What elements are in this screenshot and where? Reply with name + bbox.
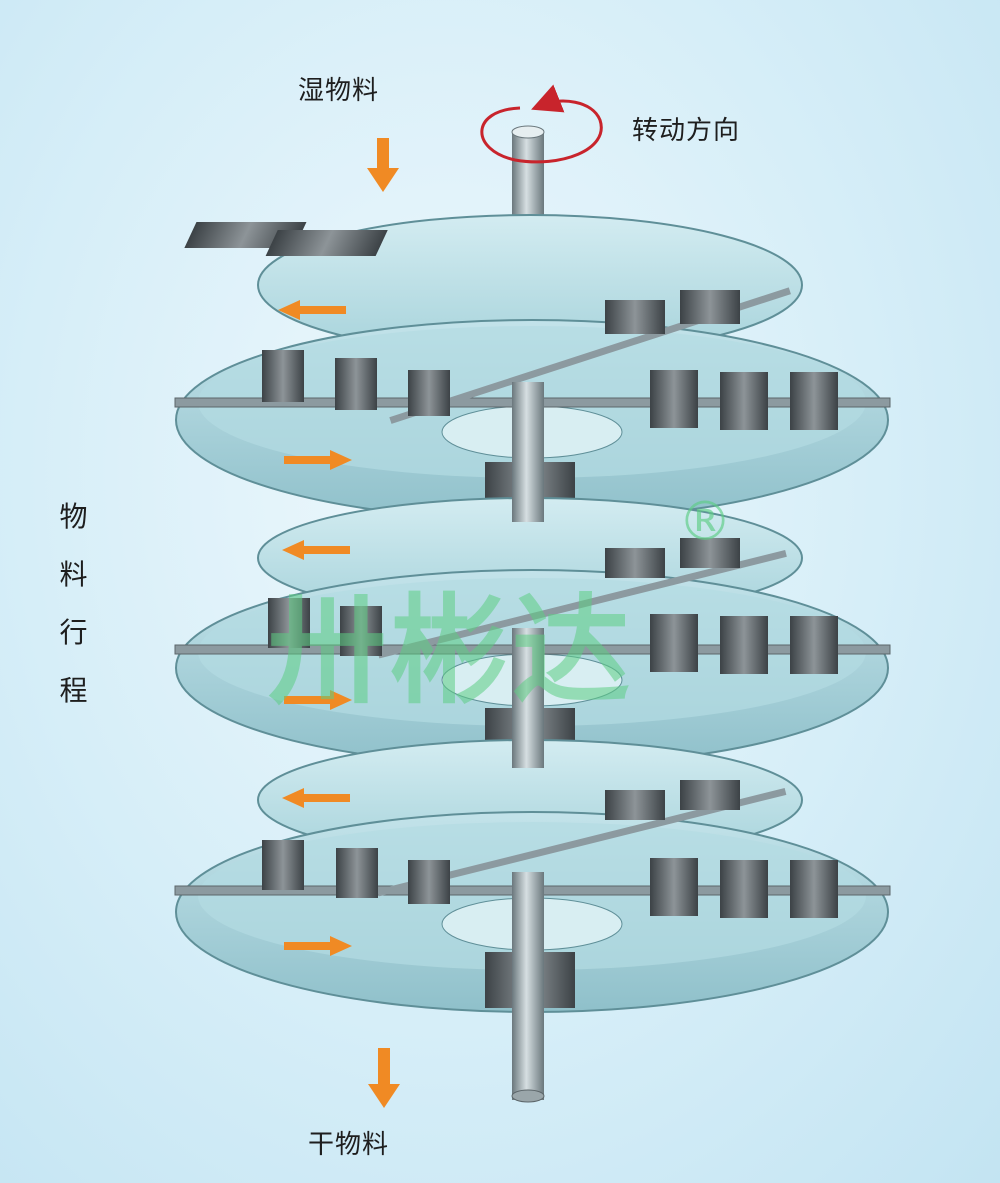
rotation-arrow [480,84,603,164]
shaft-top [511,125,545,139]
dry-material-label: 干物料 [308,1130,390,1160]
shaft-segment [512,872,544,1097]
dry-material-arrow [368,1048,400,1108]
flow-arrow [278,300,346,320]
shaft-segment [512,628,544,768]
flow-arrow [284,690,352,710]
wet-material-label: 湿物料 [298,76,380,106]
flow-arrow [282,540,350,560]
flow-arrow [282,788,350,808]
flow-arrow [284,450,352,470]
wet-material-arrow [367,138,399,192]
shaft-bottom [511,1089,545,1103]
watermark-text: 卅彬达 [268,582,635,720]
flow-arrow [284,936,352,956]
registered-mark: ® [678,490,732,553]
rotation-direction-label: 转动方向 [632,116,741,146]
material-path-label: 物料行程 [59,500,89,707]
shaft-segment [512,382,544,522]
